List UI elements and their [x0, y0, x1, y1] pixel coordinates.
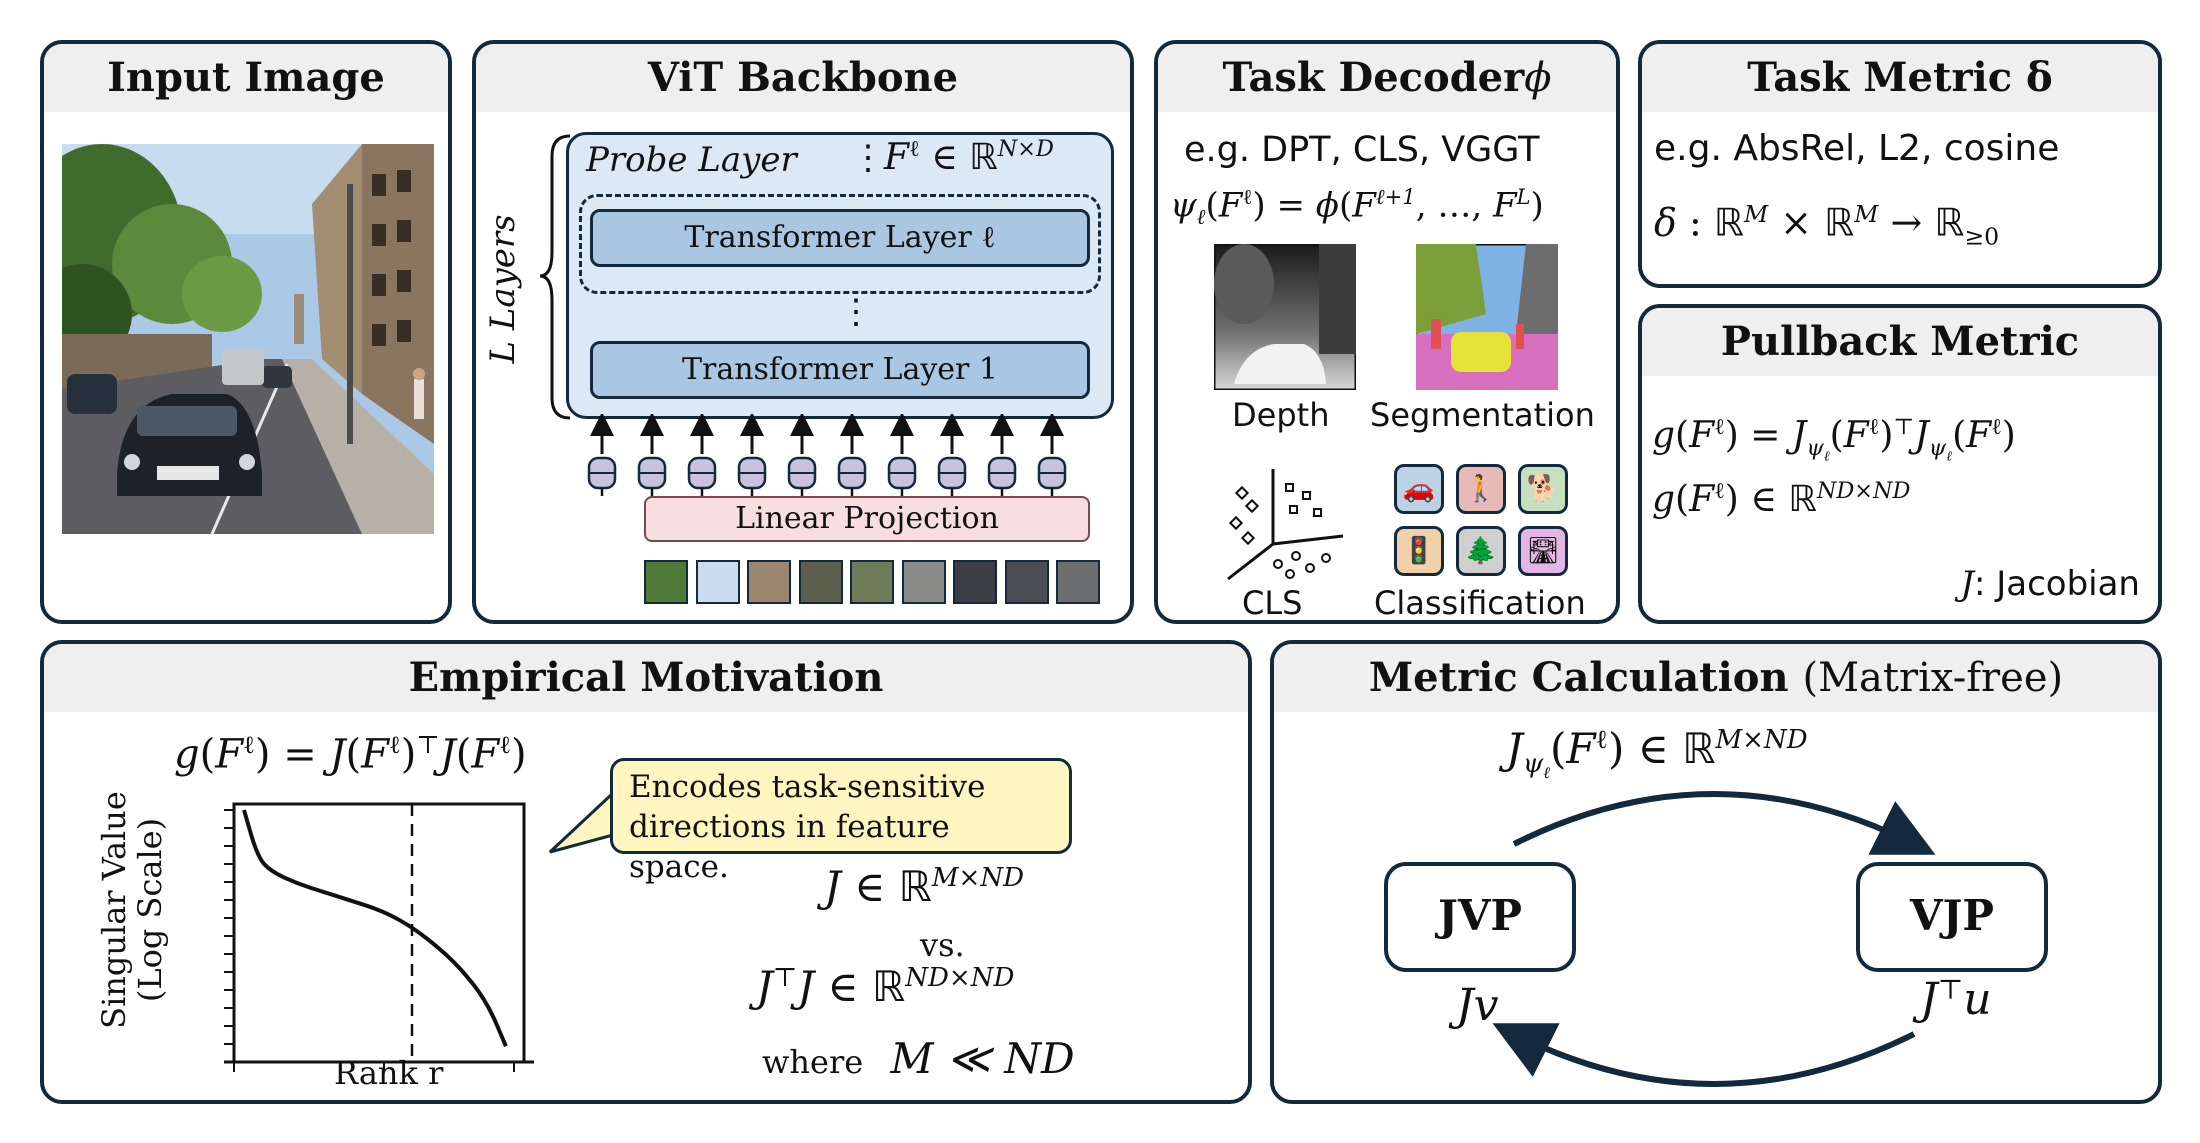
- panel-title: Pullback Metric: [1642, 308, 2158, 376]
- gram-shape: J⊤J ∈ ℝND×ND: [756, 962, 1015, 1011]
- panel-title: Input Image: [44, 44, 448, 112]
- input-image-panel: Input Image: [40, 40, 452, 624]
- decoder-formula: ψℓ(Fℓ) = ϕ(Fℓ+1, …, FL): [1170, 184, 1544, 230]
- segmentation-map: [1416, 244, 1558, 390]
- plot-frame: [232, 802, 526, 1064]
- metric-formula: δ : ℝM × ℝM → ℝ≥0: [1654, 200, 2000, 251]
- where-condition: where M ≪ ND: [762, 1034, 1075, 1083]
- classification-label: Classification: [1374, 584, 1586, 622]
- jacobian-formula: Jψℓ(Fℓ) ∈ ℝM×ND: [1506, 724, 1808, 783]
- vs-label: vs.: [920, 926, 965, 964]
- metric-examples: e.g. AbsRel, L2, cosine: [1654, 128, 2060, 169]
- road-icon: 🛣: [1518, 526, 1568, 576]
- feature-symbol: F: [884, 137, 909, 178]
- car-icon: 🚗: [1394, 464, 1444, 514]
- image-patch: [798, 560, 843, 604]
- token-stack: [587, 414, 1067, 496]
- plot-formula: g(Fℓ) = J(Fℓ)⊤J(Fℓ): [174, 730, 527, 778]
- pullback-metric-panel: Pullback Metric g(Fℓ) = Jψℓ(Fℓ)⊤Jψℓ(Fℓ) …: [1638, 304, 2162, 624]
- pullback-formula-1: g(Fℓ) = Jψℓ(Fℓ)⊤Jψℓ(Fℓ): [1652, 414, 2016, 465]
- empirical-motivation-panel: Empirical Motivation g(Fℓ) = J(Fℓ)⊤J(Fℓ)…: [40, 640, 1252, 1104]
- image-patch: [1056, 560, 1100, 604]
- image-patch: [644, 560, 688, 604]
- image-patch: [901, 560, 946, 604]
- probe-feature-math: Fℓ ∈ ℝN×D: [884, 136, 1054, 178]
- token-9: [987, 414, 1017, 496]
- depth-map: [1214, 244, 1356, 390]
- vit-backbone-panel: ViT Backbone L Layers Probe Layer ⋮ Fℓ ∈…: [472, 40, 1134, 624]
- layers-brace: [539, 134, 571, 420]
- token-8: [937, 414, 967, 496]
- image-patch: [1004, 560, 1049, 604]
- singular-value-chart: [224, 802, 534, 1072]
- task-metric-panel: Task Metric δ e.g. AbsRel, L2, cosine δ …: [1638, 40, 2162, 288]
- task-decoder-panel: Task Decoderϕ e.g. DPT, CLS, VGGT ψℓ(Fℓ)…: [1154, 40, 1620, 624]
- decoder-examples: e.g. DPT, CLS, VGGT: [1184, 130, 1540, 170]
- image-patch: [695, 560, 740, 604]
- token-5: [787, 414, 817, 496]
- image-patch: [953, 560, 997, 604]
- jvp-vjp-arrows: [1492, 791, 1936, 1087]
- image-patch: [747, 560, 791, 604]
- transformer-layer-l: Transformer Layer ℓ: [590, 209, 1090, 267]
- panel-title: Task Decoderϕ: [1158, 44, 1616, 112]
- token-10: [1037, 414, 1067, 496]
- cls-label: CLS: [1242, 584, 1303, 622]
- street-photo: [62, 144, 434, 534]
- segmentation-label: Segmentation: [1370, 396, 1595, 434]
- metric-calculation-panel: Metric Calculation (Matrix-free) Jψℓ(Fℓ)…: [1270, 640, 2162, 1104]
- jvp-math: Jv: [1456, 980, 1499, 1031]
- panel-title: Task Metric δ: [1642, 44, 2158, 112]
- token-6: [837, 414, 867, 496]
- panel-title: Empirical Motivation: [44, 644, 1248, 712]
- dog-icon: 🐕: [1518, 464, 1568, 514]
- probe-vertical-dots: ⋮: [851, 138, 885, 178]
- linear-projection: Linear Projection: [644, 496, 1090, 542]
- token-3: [687, 414, 717, 496]
- singular-value-curve: [242, 809, 508, 1047]
- pedestrian-icon: 🚶: [1456, 464, 1506, 514]
- image-patches: [644, 560, 1104, 606]
- transformer-layer-1: Transformer Layer 1: [590, 341, 1090, 399]
- pullback-formula-2: g(Fℓ) ∈ ℝND×ND: [1652, 478, 1911, 520]
- tree-icon: 🌲: [1456, 526, 1506, 576]
- vjp-math: J⊤u: [1920, 974, 1992, 1025]
- layer-vertical-dots: ⋮: [839, 292, 873, 332]
- x-axis-label: Rank r: [334, 1054, 444, 1092]
- panel-title: ViT Backbone: [476, 44, 1130, 112]
- jacobian-shape: J ∈ ℝM×ND: [824, 862, 1025, 911]
- traffic-light-icon: 🚦: [1394, 526, 1444, 576]
- token-2: [637, 414, 667, 496]
- jacobian-note: J: Jacobian: [1960, 564, 2140, 604]
- token-7: [887, 414, 917, 496]
- depth-label: Depth: [1232, 396, 1330, 434]
- cls-scatter: [1227, 469, 1344, 581]
- probe-layer-label: Probe Layer: [586, 140, 797, 180]
- image-patch: [850, 560, 894, 604]
- panel-title: Metric Calculation (Matrix-free): [1274, 644, 2158, 712]
- token-4: [737, 414, 767, 496]
- probe-dashed-box: [579, 194, 1101, 294]
- vjp-box: VJP: [1856, 862, 2048, 972]
- jvp-box: JVP: [1384, 862, 1576, 972]
- layers-label: L Layers: [483, 214, 523, 364]
- classification-icon-grid: 🚗🚶🐕 🚦🌲🛣: [1394, 464, 1584, 584]
- callout-box: Encodes task-sensitive directions in fea…: [610, 758, 1072, 885]
- token-1: [587, 414, 617, 496]
- y-axis-label: Singular Value (Log Scale): [95, 791, 169, 1029]
